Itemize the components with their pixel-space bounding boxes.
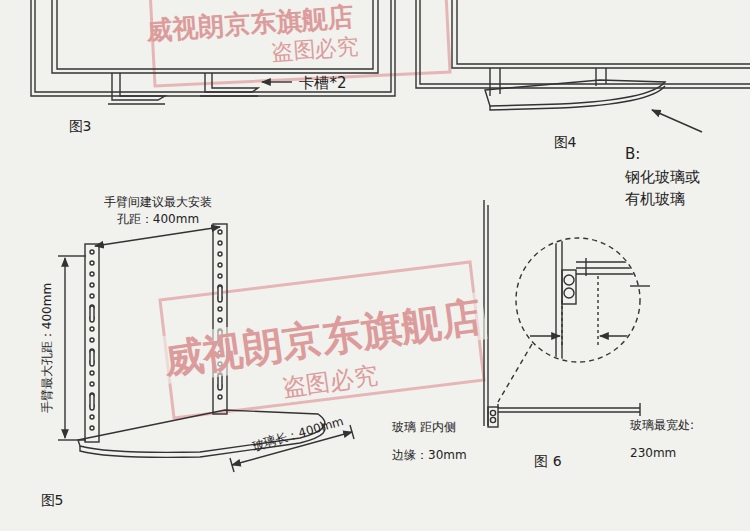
dimension-label: 手臂最大孔距：400mm	[40, 283, 54, 413]
dimension-label: 玻璃 距内侧 边缘：30mm	[392, 414, 487, 469]
figure-6	[484, 200, 650, 427]
material-note: B:钢化玻璃或 有机玻璃	[625, 143, 700, 211]
dimension-label: 玻璃最宽处: 230mm	[630, 412, 694, 467]
watermark: 盗图必究	[277, 361, 384, 404]
figure-number: 图3	[69, 118, 92, 135]
figure-number: 图 6	[534, 453, 561, 470]
figure-4	[416, 0, 750, 132]
figure-number: 图5	[41, 492, 64, 509]
figure-3	[31, 0, 395, 104]
figure-number: 图4	[554, 134, 577, 151]
slot-label: 卡槽*2	[299, 74, 346, 92]
dimension-label: 手臂间建议最大安装 孔距：400mm	[104, 194, 212, 228]
dimension-label: 玻璃长：400mm	[251, 414, 346, 454]
watermark: 盗图必究	[270, 34, 360, 66]
